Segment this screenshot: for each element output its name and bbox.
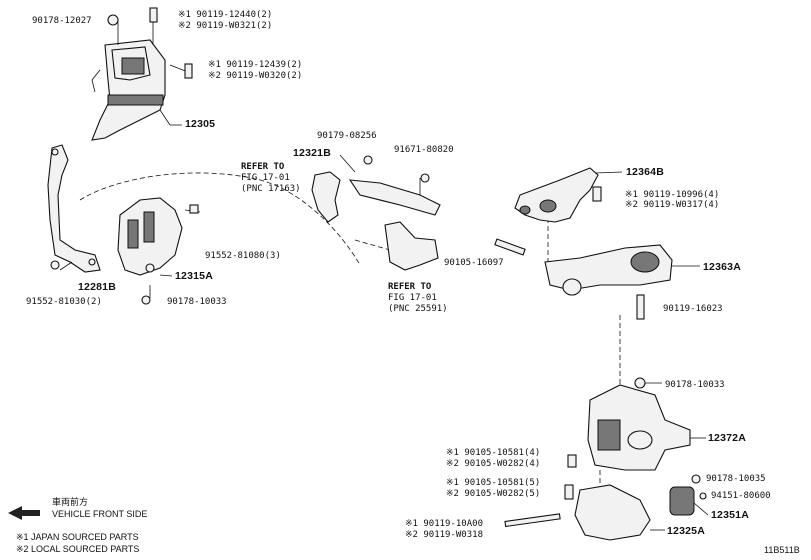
label-90119-16023: 90119-16023 [663, 304, 723, 314]
ref2-line3: (PNC 25591) [388, 304, 448, 314]
label-90119-10996: ※1 90119-10996(4) [625, 190, 720, 200]
bracket-12281B-shape [47, 144, 101, 273]
bolt-icon [50, 260, 60, 270]
bracket-front-shape [384, 221, 439, 271]
label-90119-12440: ※1 90119-12440(2) [178, 10, 273, 20]
ref2-line1: REFER TO [388, 282, 432, 292]
bracket-12305-shape [91, 20, 189, 141]
label-12305: 12305 [185, 118, 216, 130]
nut-icon [107, 14, 119, 26]
mount-12372A-shape [564, 377, 706, 500]
label-91671-80820: 91671-80820 [394, 145, 454, 155]
label-90105-10581-4: ※1 90105-10581(4) [446, 448, 541, 458]
nut-icon [141, 295, 151, 305]
front-arrow-icon [8, 506, 40, 520]
bracket-12325A-shape [504, 484, 665, 541]
label-90119-W0320: ※2 90119-W0320(2) [208, 71, 303, 81]
front-label-jp: 車両前方 [52, 497, 89, 507]
bolt-icon [420, 173, 430, 183]
label-12372A: 12372A [708, 432, 746, 444]
label-90119-W0317: ※2 90119-W0317(4) [625, 200, 720, 210]
label-12325A: 12325A [667, 525, 705, 537]
bracket-12315A-shape [117, 197, 201, 298]
label-90105-16097: 90105-16097 [444, 258, 504, 268]
label-12363A: 12363A [703, 261, 741, 273]
ref2-line2: FIG 17-01 [388, 293, 437, 303]
legend-note-2: ※2 LOCAL SOURCED PARTS [16, 544, 140, 554]
legend-note-1: ※1 JAPAN SOURCED PARTS [16, 532, 139, 542]
label-91552-81030: 91552-81030(2) [26, 297, 102, 307]
label-90119-10A00: ※1 90119-10A00 [405, 519, 483, 529]
label-90178-10033-bottom: 90178-10033 [665, 380, 725, 390]
label-12281B: 12281B [78, 281, 116, 293]
mount-12363A-shape [494, 238, 700, 320]
label-91552-81080: 91552-81080(3) [205, 251, 281, 261]
label-90178-10035: 90178-10035 [706, 474, 766, 484]
bolt-icon [184, 63, 193, 79]
label-90119-W0321: ※2 90119-W0321(2) [178, 21, 273, 31]
label-90105-10581-5: ※1 90105-10581(5) [446, 478, 541, 488]
label-90179-08256: 90179-08256 [317, 131, 377, 141]
bolt-icon [189, 204, 199, 214]
label-94151-80600: 94151-80600 [711, 491, 771, 501]
label-12364B: 12364B [626, 166, 664, 178]
label-90105-W0282-4: ※2 90105-W0282(4) [446, 459, 541, 469]
ref1-line1: REFER TO [241, 162, 285, 172]
ref1-line2: FIG 17-01 [241, 173, 290, 183]
rubber-12351A-shape [669, 474, 709, 516]
bolt-icon [149, 7, 158, 23]
label-90119-W0318: ※2 90119-W0318 [405, 530, 483, 540]
bracket-12364B-shape [514, 167, 623, 223]
label-90105-W0282-5: ※2 90105-W0282(5) [446, 489, 541, 499]
label-90178-12027: 90178-12027 [32, 16, 92, 26]
diagram-id-code: 11B511B [764, 545, 800, 555]
label-12321B: 12321B [293, 147, 331, 159]
label-12351A: 12351A [711, 509, 749, 521]
label-12315A: 12315A [175, 270, 213, 282]
front-label-en: VEHICLE FRONT SIDE [52, 509, 148, 519]
bracket-12321B-shape [311, 154, 441, 223]
ref1-line3: (PNC 17163) [241, 184, 301, 194]
label-90119-12439: ※1 90119-12439(2) [208, 60, 303, 70]
label-90178-10033-top: 90178-10033 [167, 297, 227, 307]
